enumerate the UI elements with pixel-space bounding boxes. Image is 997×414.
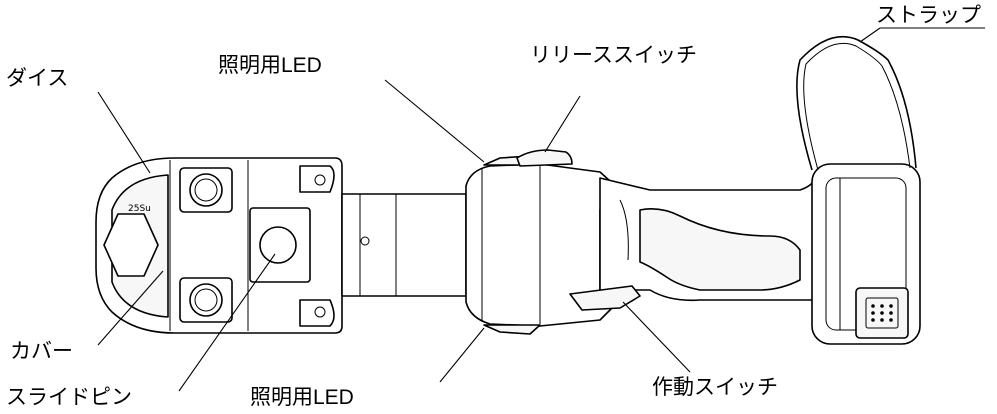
label-strap: ストラップ [876, 4, 981, 27]
cylinder-tube [341, 193, 467, 297]
hex-die-cavity [103, 213, 159, 277]
label-operation-switch: 作動スイッチ [652, 376, 778, 399]
release-switch [516, 149, 573, 167]
pump-housing [465, 149, 621, 335]
leader-lines [97, 27, 985, 392]
label-release-switch: リリーススイッチ [530, 44, 697, 67]
label-light-bottom: 照明用LED [250, 386, 354, 409]
die-marking: 25Su [128, 204, 151, 214]
operation-switch [569, 285, 641, 311]
battery [811, 163, 921, 345]
strap-inner [803, 42, 911, 171]
label-light-top: 照明用LED [218, 54, 322, 77]
crimp-head: 25Su [95, 157, 343, 334]
handle-grip [639, 208, 801, 291]
label-dies: ダイス [6, 67, 68, 90]
label-cover: カバー [10, 340, 73, 363]
cylinder [341, 193, 467, 297]
led-lower [483, 324, 541, 335]
slide-pin [259, 226, 297, 264]
label-slide-pin: スライドピン [6, 386, 132, 409]
strap [796, 36, 917, 171]
handle [569, 177, 831, 311]
